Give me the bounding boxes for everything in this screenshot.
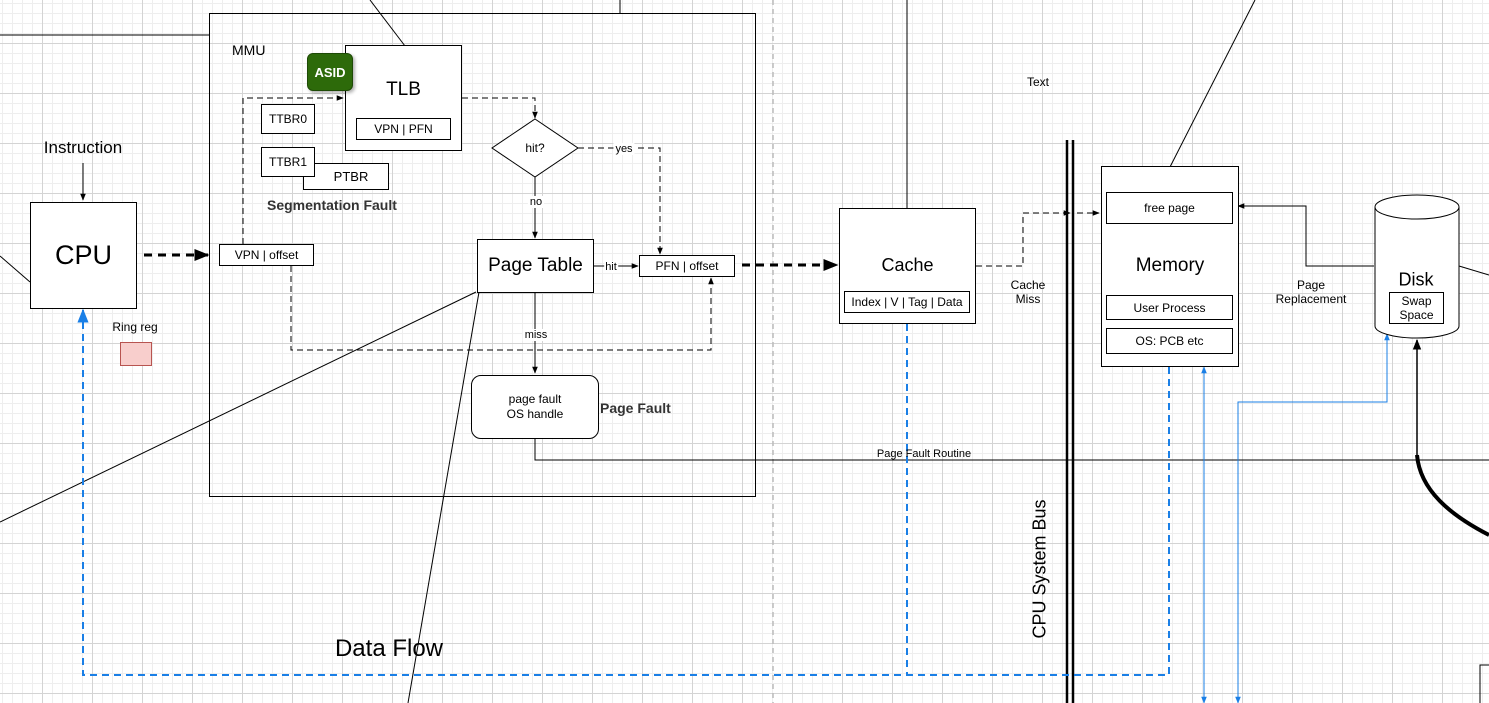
tlb-top-line <box>369 0 406 47</box>
left-diag-line <box>0 255 31 283</box>
os-pcb-label: OS: PCB etc <box>1135 334 1204 348</box>
ptbr-label: PTBR <box>333 169 369 184</box>
cache-miss-label: Cache Miss <box>1011 278 1046 306</box>
ttbr0-label: TTBR0 <box>268 112 307 126</box>
page-fault-label: Page Fault <box>600 400 671 416</box>
free-page-label: free page <box>1144 201 1195 215</box>
pagetable-miss-label: miss <box>522 329 550 341</box>
page-table-label: Page Table <box>488 255 583 276</box>
mmu-title: MMU <box>232 42 266 58</box>
disk-right-line <box>1458 265 1489 276</box>
ptbr-box[interactable]: PTBR <box>303 163 389 190</box>
ring-reg-label: Ring reg <box>112 320 158 334</box>
thick-curve <box>1415 454 1489 537</box>
ttbr0-box[interactable]: TTBR0 <box>261 104 315 134</box>
tlb-to-hit-arrow <box>462 97 538 119</box>
ttbr1-box[interactable]: TTBR1 <box>261 147 315 177</box>
disk-bus-arrow <box>1235 333 1390 703</box>
offset-to-pfn-arrow <box>290 266 714 351</box>
memory-top-line <box>1169 0 1256 168</box>
asid-badge[interactable]: ASID <box>307 53 353 91</box>
tlb-entry-box[interactable]: VPN | PFN <box>356 118 451 140</box>
diag-line-down <box>407 291 480 703</box>
pagetable-hit-label: hit <box>604 261 618 273</box>
os-pcb-box[interactable]: OS: PCB etc <box>1106 328 1233 354</box>
page-fault-routine-label: Page Fault Routine <box>876 448 972 460</box>
data-flow-label: Data Flow <box>334 635 444 662</box>
asid-label: ASID <box>314 64 346 80</box>
pfn-offset-label: PFN | offset <box>655 259 719 273</box>
page-fault-routine-line <box>534 439 1489 461</box>
cpu-system-bus-label: CPU System Bus <box>1029 499 1050 639</box>
cache-miss-line2: Miss <box>1015 292 1041 306</box>
pfn-offset-box[interactable]: PFN | offset <box>639 255 735 277</box>
page-replacement-line1: Page <box>1296 278 1326 292</box>
cpu-box[interactable]: CPU <box>30 202 137 309</box>
yes-label: yes <box>613 143 635 155</box>
no-label: no <box>527 196 545 208</box>
disk-cylinder-top <box>1374 194 1460 220</box>
cache-miss-line1: Cache <box>1010 278 1046 292</box>
swap-space-line1: Swap <box>1401 294 1432 308</box>
vpn-offset-box[interactable]: VPN | offset <box>219 244 314 266</box>
free-page-box[interactable]: free page <box>1106 192 1233 224</box>
hit-decision-label: hit? <box>525 141 545 155</box>
page-table-box[interactable]: Page Table <box>477 239 594 293</box>
swap-space-line2: Space <box>1399 308 1434 322</box>
user-process-label: User Process <box>1133 300 1206 315</box>
cache-miss-arrow <box>976 210 1071 267</box>
hit-decision-diamond <box>491 118 579 178</box>
yes-to-pfn-arrow <box>578 147 663 255</box>
diag-line-left <box>0 291 477 523</box>
page-replacement-label: Page Replacement <box>1276 278 1347 306</box>
page-fault-handler-line1: page fault <box>508 392 562 406</box>
mmu-box[interactable] <box>209 13 756 497</box>
cache-title: Cache <box>881 255 934 275</box>
disk-title: Disk <box>1398 269 1434 290</box>
tlb-entry-label: VPN | PFN <box>374 122 433 136</box>
text-label: Text <box>1026 75 1050 89</box>
instruction-label: Instruction <box>43 138 123 157</box>
cache-fields-label: Index | V | Tag | Data <box>851 295 963 309</box>
segmentation-fault-label: Segmentation Fault <box>267 197 397 213</box>
user-process-box[interactable]: User Process <box>1106 295 1233 320</box>
tlb-title: TLB <box>386 79 421 100</box>
cpu-label: CPU <box>54 240 112 270</box>
swap-space-box[interactable]: Swap Space <box>1389 292 1444 324</box>
page-fault-handler-box[interactable]: page fault OS handle <box>471 375 599 439</box>
ttbr1-label: TTBR1 <box>268 155 307 169</box>
page-fault-handler-line2: OS handle <box>506 407 564 421</box>
page-replacement-arrow <box>1237 203 1374 267</box>
page-replacement-line2: Replacement <box>1275 292 1347 306</box>
ring-reg-box[interactable] <box>120 342 152 366</box>
data-flow-path <box>77 308 1170 676</box>
vpn-offset-label: VPN | offset <box>234 248 299 262</box>
corner-shape <box>1479 664 1489 703</box>
memory-title: Memory <box>1135 255 1205 276</box>
vpn-to-tlb-arrow <box>242 95 344 244</box>
cache-fields-box[interactable]: Index | V | Tag | Data <box>844 291 970 313</box>
